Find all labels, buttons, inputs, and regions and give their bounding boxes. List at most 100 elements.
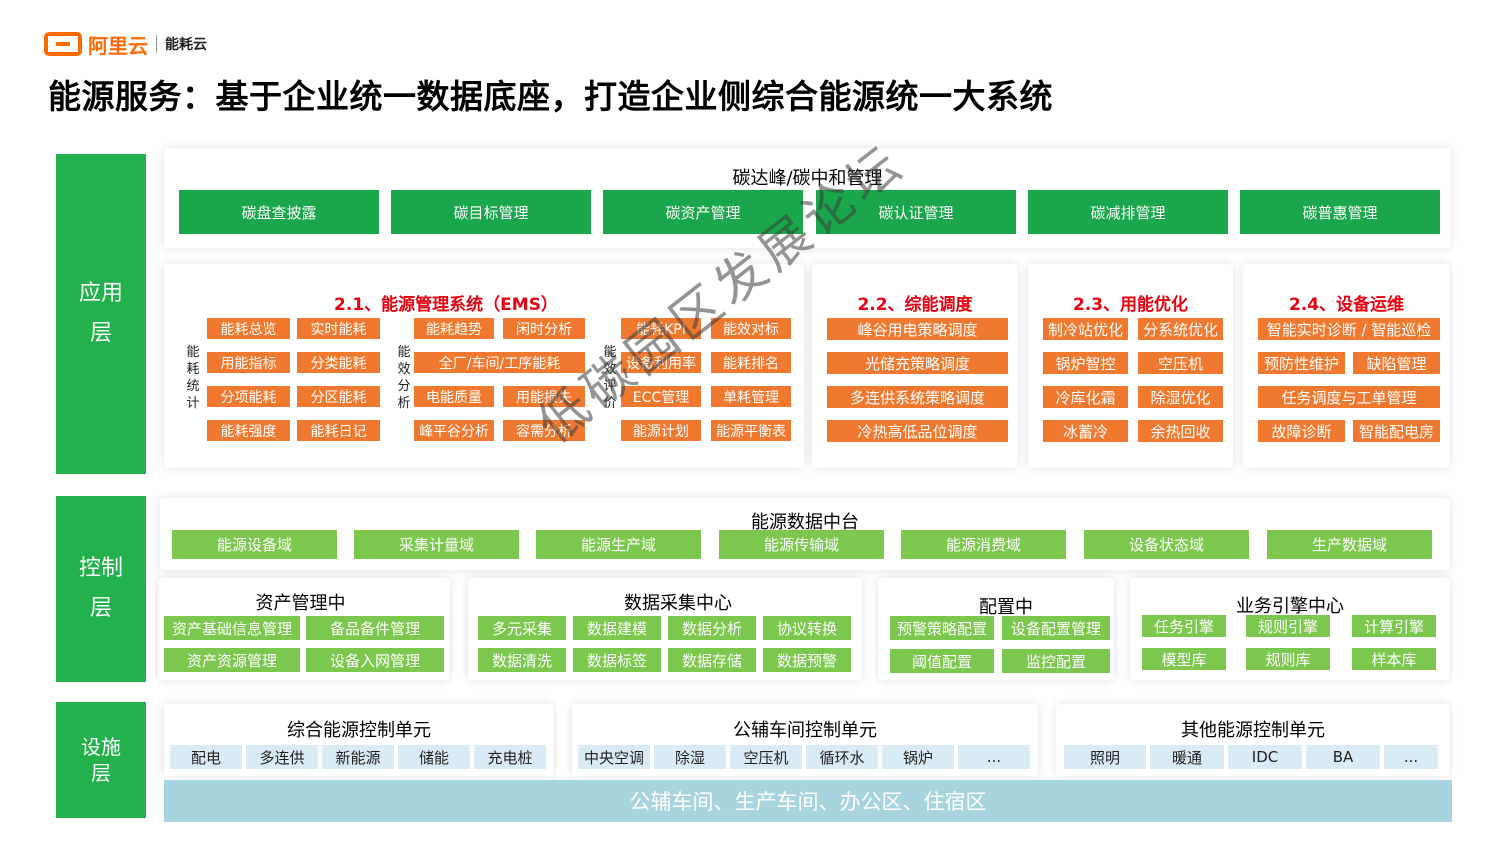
ems-title: 2.1、能源管理系统（EMS）: [334, 295, 558, 315]
unit-panel: 综合能源控制单元 配电 多连供 新能源 储能 充电桩: [164, 704, 554, 776]
maintain-title: 2.4、设备运维: [1288, 295, 1405, 315]
ems-item: 能效对标: [711, 318, 791, 339]
page-title: 能源服务：基于企业统一数据底座，打造企业侧综合能源统一大系统: [48, 77, 1053, 116]
ems-item: 能耗总览: [207, 318, 290, 339]
optimize-item: 空压机: [1138, 352, 1223, 374]
data-domain: 设备状态域: [1084, 530, 1249, 559]
dispatch-panel: 2.2、综能调度 峰谷用电策略调度 光储充策略调度 多连供系统策略调度 冷热高低…: [812, 264, 1018, 468]
ems-item: 用能指标: [207, 352, 290, 373]
maintain-item: 任务调度与工单管理: [1258, 386, 1440, 408]
aliyun-logo: 阿里云 能耗云: [44, 30, 207, 58]
ems-item: 分区能耗: [297, 386, 380, 407]
optimize-panel: 2.3、用能优化 制冷站优化 分系统优化 锅炉智控 空压机 冷库化霜 除湿优化 …: [1028, 264, 1233, 468]
optimize-item: 分系统优化: [1138, 318, 1223, 340]
ems-item: 能耗趋势: [414, 318, 494, 339]
unit-item: 中央空调: [578, 745, 650, 769]
unit-title: 公辅车间控制单元: [733, 720, 877, 741]
unit-item: 锅炉: [882, 745, 954, 769]
ems-item: 能源计划: [621, 420, 701, 441]
optimize-item: 锅炉智控: [1043, 352, 1128, 374]
data-platform-panel: 能源数据中台 能源设备域 采集计量域 能源生产域 能源传输域 能源消费域 设备状…: [160, 498, 1450, 570]
data-domain: 能源设备域: [172, 530, 337, 559]
unit-item: 充电桩: [474, 745, 546, 769]
collect-item: 数据标签: [573, 648, 661, 672]
ems-panel: 2.1、能源管理系统（EMS） 能耗统计 能耗总览 实时能耗 用能指标 分类能耗…: [164, 264, 804, 468]
ems-item: 全厂/车间/工序能耗: [414, 352, 585, 373]
optimize-item: 余热回收: [1138, 420, 1223, 442]
maintain-panel: 2.4、设备运维 智能实时诊断 / 智能巡检 预防性维护 缺陷管理 任务调度与工…: [1243, 264, 1450, 468]
config-item: 监控配置: [1002, 649, 1110, 673]
maintain-item: 故障诊断: [1258, 420, 1345, 442]
ems-item: 能耗排名: [711, 352, 791, 373]
optimize-item: 冷库化霜: [1043, 386, 1128, 408]
collect-item: 数据存储: [668, 648, 756, 672]
carbon-panel: 碳达峰/碳中和管理 碳盘查披露 碳目标管理 碳资产管理 碳认证管理 碳减排管理 …: [164, 148, 1451, 248]
layer-facility: 设施层: [56, 702, 146, 818]
collect-panel: 数据采集中心 多元采集 数据建模 数据分析 协议转换 数据清洗 数据标签 数据存…: [468, 578, 862, 680]
collect-item: 数据分析: [668, 616, 756, 640]
ems-item: 容需分析: [503, 420, 585, 441]
unit-item: 暖通: [1150, 745, 1224, 769]
asset-item: 设备入网管理: [306, 648, 444, 672]
unit-item: ...: [958, 745, 1030, 769]
ems-item: 分类能耗: [297, 352, 380, 373]
ems-group-label: 能效分析: [397, 345, 411, 411]
maintain-item: 预防性维护: [1258, 352, 1345, 374]
ems-item: 实时能耗: [297, 318, 380, 339]
carbon-item: 碳普惠管理: [1240, 190, 1440, 234]
collect-item: 数据清洗: [478, 648, 566, 672]
asset-item: 资产基础信息管理: [164, 616, 300, 640]
engine-panel: 业务引擎中心 任务引擎 规则引擎 计算引擎 模型库 规则库 样本库: [1130, 578, 1450, 680]
ems-item: 分项能耗: [207, 386, 290, 407]
layer-control: 控制层: [56, 496, 146, 682]
maintain-item: 智能实时诊断 / 智能巡检: [1258, 318, 1440, 340]
unit-title: 其他能源控制单元: [1181, 720, 1325, 741]
ems-item: 能耗KPI: [621, 318, 701, 339]
layer-app-label: 应用层: [78, 281, 123, 346]
carbon-item: 碳认证管理: [816, 190, 1016, 234]
engine-item: 模型库: [1142, 648, 1226, 670]
engine-item: 计算引擎: [1352, 615, 1436, 637]
carbon-item: 碳资产管理: [603, 190, 803, 234]
data-domain: 生产数据域: [1267, 530, 1432, 559]
layer-facility-label: 设施层: [81, 735, 121, 785]
data-domain: 采集计量域: [354, 530, 519, 559]
asset-item: 资产资源管理: [164, 648, 300, 672]
unit-item: 配电: [170, 745, 242, 769]
ems-item: 能源平衡表: [711, 420, 791, 441]
aliyun-logo-icon: [44, 32, 82, 56]
engine-title: 业务引擎中心: [1236, 596, 1344, 617]
config-item: 预警策略配置: [890, 616, 994, 640]
collect-item: 协议转换: [763, 616, 851, 640]
ems-group-label: 能耗统计: [186, 345, 200, 411]
carbon-item: 碳盘查披露: [179, 190, 379, 234]
dispatch-title: 2.2、综能调度: [857, 295, 973, 315]
config-panel: 配置中 预警策略配置 设备配置管理 阈值配置 监控配置: [878, 578, 1114, 680]
unit-item: IDC: [1228, 745, 1302, 769]
dispatch-item: 冷热高低品位调度: [827, 420, 1008, 442]
unit-item: 储能: [398, 745, 470, 769]
collect-title: 数据采集中心: [624, 593, 732, 614]
carbon-item: 碳目标管理: [391, 190, 591, 234]
carbon-item: 碳减排管理: [1028, 190, 1228, 234]
ems-group-label: 能效评价: [603, 345, 617, 411]
logo-sub: 能耗云: [165, 37, 207, 53]
data-domain: 能源生产域: [536, 530, 701, 559]
unit-panel: 其他能源控制单元 照明 暖通 IDC BA ...: [1056, 704, 1450, 776]
unit-item: 空压机: [730, 745, 802, 769]
optimize-item: 制冷站优化: [1043, 318, 1128, 340]
ems-item: 电能质量: [414, 386, 494, 407]
ems-item: 设备利用率: [621, 352, 701, 373]
ems-item: 闲时分析: [503, 318, 585, 339]
ems-item: ECC管理: [621, 386, 701, 407]
layer-app: 应用层: [56, 154, 146, 474]
config-item: 阈值配置: [890, 649, 994, 673]
unit-item: ...: [1384, 745, 1438, 769]
ems-item: 用能损失: [503, 386, 585, 407]
engine-item: 任务引擎: [1142, 615, 1226, 637]
config-item: 设备配置管理: [1002, 616, 1110, 640]
unit-item: 循环水: [806, 745, 878, 769]
unit-item: 新能源: [322, 745, 394, 769]
ems-item: 峰平谷分析: [414, 420, 494, 441]
engine-item: 规则引擎: [1246, 615, 1330, 637]
